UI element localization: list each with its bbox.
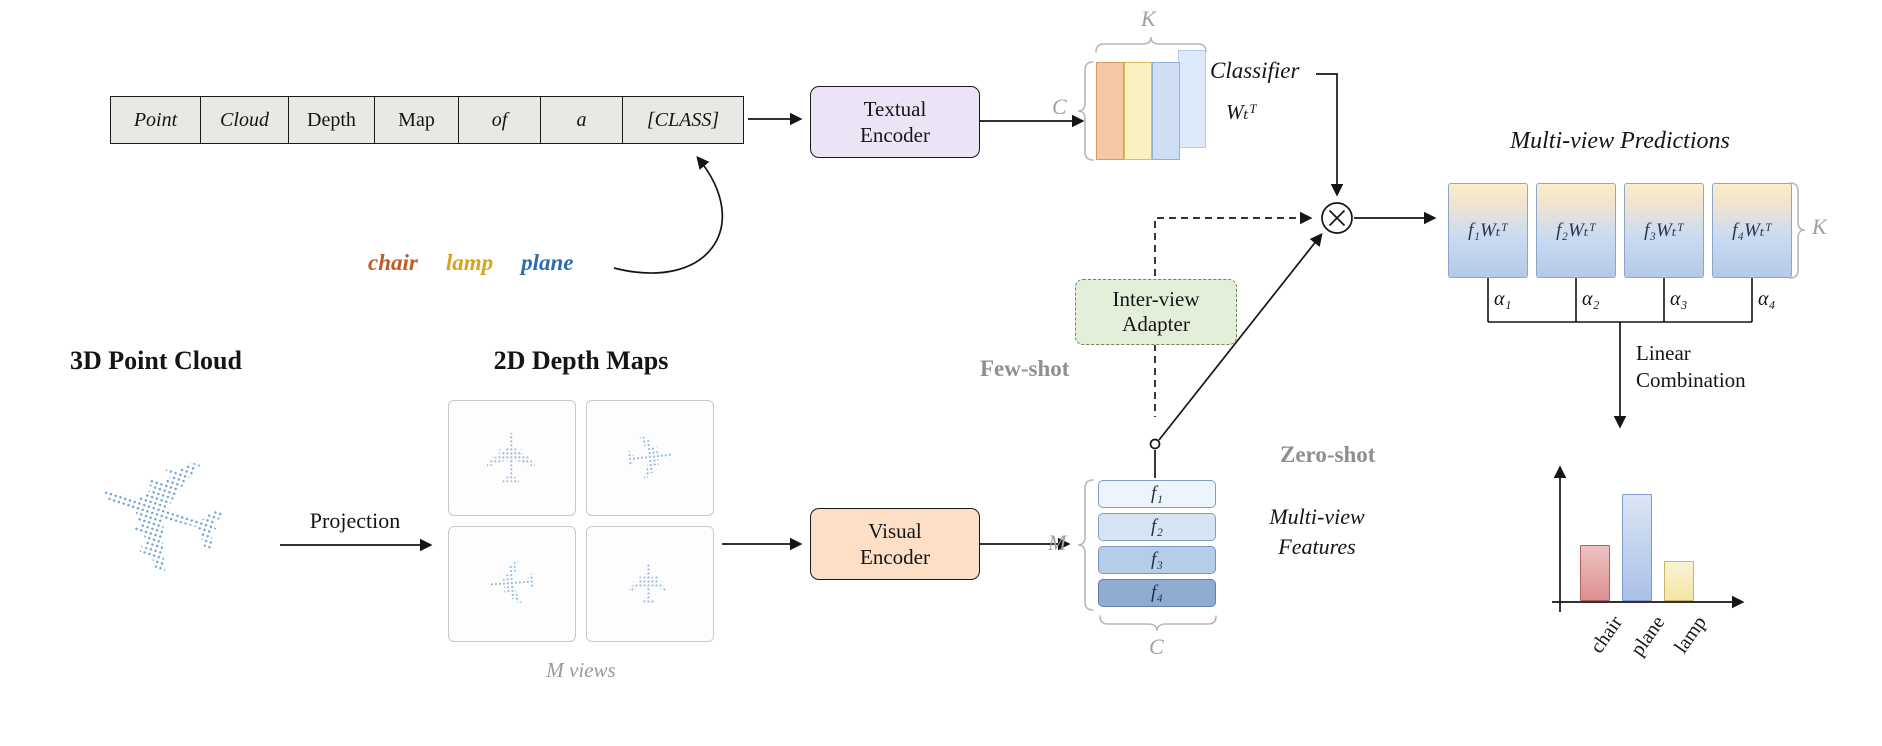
- depth-map-cell: ✈: [586, 526, 714, 642]
- prediction-box: f₂Wₜᵀ: [1536, 183, 1616, 278]
- point-cloud-heading: 3D Point Cloud: [70, 346, 242, 375]
- bar-plane: [1622, 494, 1652, 601]
- dim-label-k-pred: K: [1812, 214, 1827, 239]
- arrow-classifier-to-product: [1316, 73, 1344, 197]
- depth-map-cell: ✈: [448, 526, 576, 642]
- tensor-product-icon: [1321, 202, 1353, 234]
- weight-column-chair: [1096, 62, 1124, 160]
- prompt-cell: of: [459, 97, 541, 143]
- prompt-cell: Map: [375, 97, 459, 143]
- prompt-cell: Cloud: [201, 97, 289, 143]
- classifier-weights-label: Wₜᵀ: [1226, 100, 1257, 124]
- linear-combination-label: Linear Combination: [1636, 341, 1746, 392]
- multi-view-features-text: Multi-view Features: [1269, 504, 1365, 559]
- feature-row: f₂: [1098, 513, 1216, 541]
- prompt-cell: Depth: [289, 97, 375, 143]
- textual-encoder-label: Textual Encoder: [860, 97, 930, 147]
- alpha-weight-label: α₄: [1758, 288, 1776, 310]
- bar-chair: [1580, 545, 1610, 601]
- prediction-box: f₁Wₜᵀ: [1448, 183, 1528, 278]
- inter-view-adapter-label: Inter-view Adapter: [1112, 287, 1200, 336]
- depth-map-grid: ✈ ✈ ✈ ✈: [448, 400, 714, 642]
- airplane-sideview-icon: ✈: [620, 418, 680, 497]
- inter-view-adapter-box: Inter-view Adapter: [1075, 279, 1237, 345]
- brace-m-left: [1077, 479, 1094, 611]
- weight-column-lamp: [1124, 62, 1152, 160]
- dashed-arrow-adapter-to-product: [1154, 211, 1313, 276]
- classifier-label: Classifier: [1210, 58, 1300, 83]
- feature-row: f₁: [1098, 480, 1216, 508]
- brace-k-top: [1095, 36, 1207, 53]
- alpha-weight-label: α₂: [1582, 288, 1600, 310]
- multi-view-features-title: Multi-view Features: [1242, 502, 1392, 562]
- few-shot-label: Few-shot: [980, 356, 1070, 381]
- prompt-cell: a: [541, 97, 623, 143]
- airplane-topview-icon: ✈: [471, 428, 553, 488]
- depth-map-cell: ✈: [448, 400, 576, 516]
- zero-shot-label: Zero-shot: [1280, 442, 1376, 467]
- class-label-plane: plane: [521, 250, 574, 275]
- weight-column-plane: [1152, 62, 1180, 160]
- weight-column-back: [1178, 50, 1206, 148]
- visual-encoder-label: Visual Encoder: [860, 519, 930, 569]
- brace-c-bottom: [1099, 615, 1217, 632]
- prediction-combiner-lines: [1487, 278, 1753, 323]
- point-cloud-figure: ✈: [30, 390, 290, 640]
- airplane-pointcloud-icon: ✈: [64, 401, 256, 628]
- prediction-box: f₄Wₜᵀ: [1712, 183, 1792, 278]
- alpha-weight-label: α₃: [1670, 288, 1688, 310]
- alpha-weight-label: α₁: [1494, 288, 1512, 310]
- textual-encoder-box: Textual Encoder: [810, 86, 980, 158]
- class-name-list: chair lamp plane: [368, 250, 574, 276]
- dim-label-m-feat: M: [1048, 530, 1067, 555]
- switch-node-icon: [1149, 438, 1161, 450]
- visual-encoder-box: Visual Encoder: [810, 508, 980, 580]
- prediction-box: f₃Wₜᵀ: [1624, 183, 1704, 278]
- bar-lamp: [1664, 561, 1694, 601]
- dim-label-k-text: K: [1141, 6, 1156, 31]
- prompt-cell: Point: [111, 97, 201, 143]
- class-label-lamp: lamp: [445, 250, 494, 275]
- brace-c-left: [1077, 61, 1094, 161]
- depth-map-cell: ✈: [586, 400, 714, 516]
- arrow-zero-shot-path: [1158, 232, 1323, 441]
- dimension-braces: [1077, 36, 1806, 632]
- airplane-sideview-icon: ✈: [483, 545, 541, 622]
- depth-maps-heading: 2D Depth Maps: [493, 346, 669, 375]
- dim-label-c-feat: C: [1149, 634, 1164, 659]
- arrow-classes-to-class-token: [613, 156, 724, 274]
- multi-view-predictions-title: Multi-view Predictions: [1510, 128, 1730, 154]
- prompt-cell-class-token: [CLASS]: [646, 108, 720, 131]
- feature-row: f₃: [1098, 546, 1216, 574]
- airplane-topview-icon: ✈: [616, 560, 682, 608]
- feature-row: f₄: [1098, 579, 1216, 607]
- dim-label-c-text: C: [1052, 94, 1067, 119]
- class-label-chair: chair: [368, 250, 418, 275]
- m-views-caption: M views: [546, 658, 616, 682]
- prompt-template-table: Point Cloud Depth Map of a [CLASS]: [110, 96, 744, 144]
- brace-k-right: [1789, 182, 1806, 279]
- projection-label: Projection: [309, 508, 401, 533]
